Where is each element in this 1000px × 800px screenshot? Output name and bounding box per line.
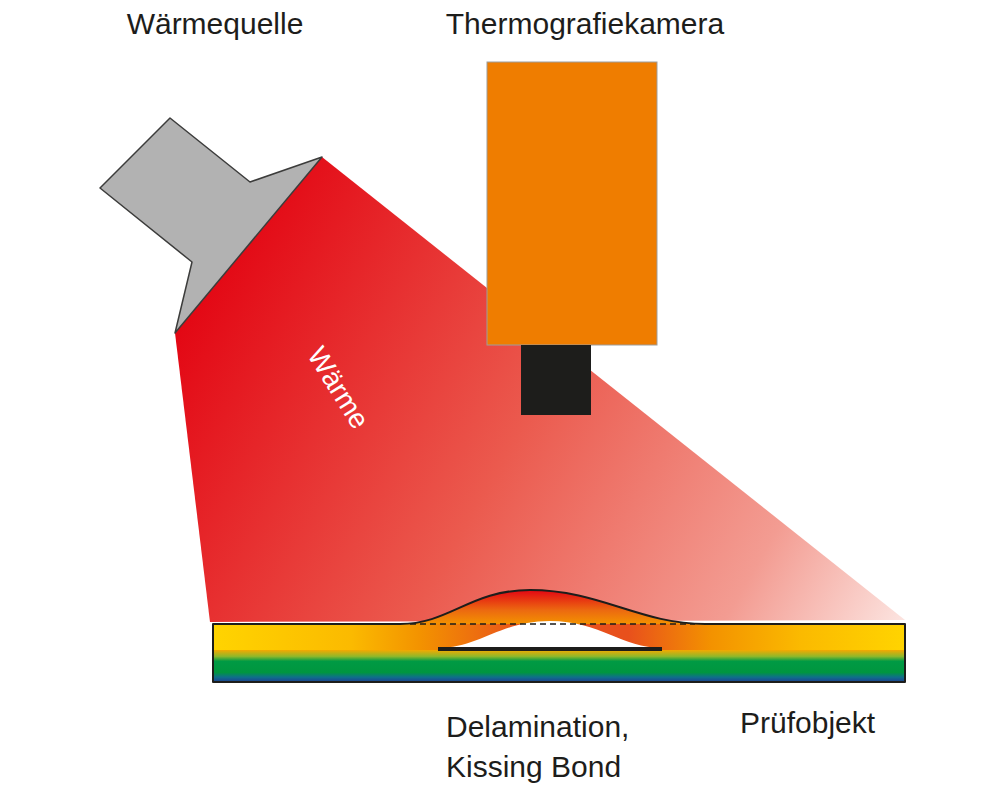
node-heading: Prüfobjekt	[740, 705, 875, 741]
heat-source-symbol	[100, 118, 322, 333]
thermography-camera: Thermografiekamera	[416, 6, 754, 416]
camera-body	[487, 62, 657, 345]
camera-lens	[521, 345, 591, 415]
defect-label: Delamination, Kissing Bond	[446, 707, 681, 787]
node-heading: Thermografiekamera	[416, 6, 754, 42]
heat-source: Wärmequelle	[96, 6, 334, 336]
node-heading: Wärmequelle	[96, 6, 334, 42]
test-object	[213, 590, 905, 682]
